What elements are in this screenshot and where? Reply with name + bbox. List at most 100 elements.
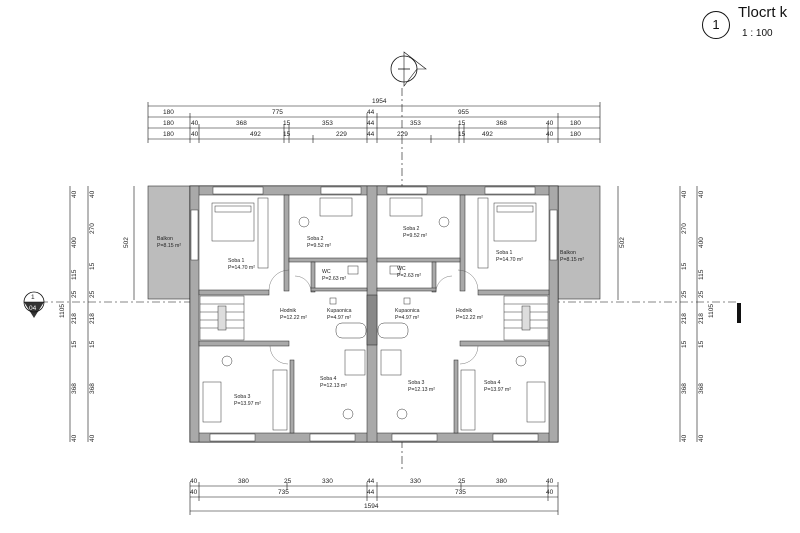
room-labels: Balkon P=8.15 m² Soba 1 P=14.70 m² Soba … [157,226,584,407]
room-area: P=8.15 m² [157,243,181,249]
room-area: P=2.63 m² [397,273,421,279]
room-area: P=12.13 m² [408,387,435,393]
room-area: P=14.70 m² [228,265,255,271]
dim-top-row2: 180 40 368 15 353 44 353 15 368 40 180 [163,120,581,127]
dimension-label: 400 [698,237,705,248]
room-area: P=9.52 m² [307,243,331,249]
section-cut-right [737,303,741,323]
room-area: P=13.97 m² [234,401,261,407]
dim-bottom-row2: 40 735 44 735 40 [190,489,554,496]
dim-top-total: 1954 [372,98,387,105]
dimension-label: 44 [367,120,375,127]
room-name: Soba 2 [403,226,420,232]
dimension-label: 380 [238,478,249,485]
dim-left-balcony: 502 [123,237,130,248]
dimension-label: 40 [191,131,199,138]
dimension-label: 115 [71,269,78,280]
dimension-label: 25 [698,290,705,298]
dimension-label: 368 [89,383,96,394]
dimension-label: 25 [458,478,466,485]
section-marker-bottom: 04 [29,305,37,312]
dim-bottom-total: 1594 [364,503,379,510]
room-area: P=14.70 m² [496,257,523,263]
dimension-label: 353 [322,120,333,127]
north-arrow-icon [390,51,427,87]
dimension-label: 368 [681,383,688,394]
dimension-label: 25 [71,290,78,298]
room-area: P=12.22 m² [456,315,483,321]
dimension-label: 492 [482,131,493,138]
dimension-label: 40 [698,434,705,442]
section-marker-top: 1 [31,294,35,301]
furniture [202,197,546,431]
dim-top-row1: 180 775 44 955 [163,109,469,116]
dimension-label: 15 [89,340,96,348]
dimension-label: 218 [89,313,96,324]
dimension-label: 330 [410,478,421,485]
dimension-label: 180 [570,131,581,138]
room-name: Kupaonica [327,308,352,314]
dimension-label: 270 [89,223,96,234]
staircase-left [199,295,245,341]
dimension-label: 15 [698,340,705,348]
dimension-label: 180 [163,131,174,138]
dim-top-row3: 180 40 492 15 229 44 229 15 492 40 180 [163,131,581,138]
dimension-label: 368 [698,383,705,394]
dimension-label: 115 [698,269,705,280]
dimension-label: 400 [71,237,78,248]
dimension-label: 15 [71,340,78,348]
dimension-label: 40 [71,190,78,198]
walls [189,185,559,443]
room-area: P=12.22 m² [280,315,307,321]
dimension-label: 368 [496,120,507,127]
room-name: Hodnik [280,308,297,314]
dimension-label: 15 [89,262,96,270]
room-name: Soba 1 [496,250,513,256]
room-name: Soba 4 [320,376,337,382]
dim-left-total: 1105 [59,304,66,318]
dimension-label: 270 [681,223,688,234]
staircase-right [503,295,549,341]
dimension-label: 775 [272,109,283,116]
dim-left-outer: 40 400 115 25 218 15 368 40 [71,190,78,442]
dimension-label: 180 [163,120,174,127]
room-area: P=2.63 m² [322,276,346,282]
dimension-label: 40 [681,190,688,198]
room-area: P=12.13 m² [320,383,347,389]
room-name: WC [397,266,406,272]
dim-right-total: 1105 [708,304,715,318]
dimension-label: 15 [458,120,466,127]
room-area: P=13.97 m² [484,387,511,393]
dimension-label: 40 [681,434,688,442]
dimension-label: 955 [458,109,469,116]
room-name: Balkon [157,236,173,242]
dimension-label: 735 [278,489,289,496]
room-name: Soba 2 [307,236,324,242]
dimension-label: 40 [71,434,78,442]
room-area: P=9.52 m² [403,233,427,239]
dimension-label: 218 [698,313,705,324]
dimension-label: 40 [191,120,199,127]
room-name: Soba 1 [228,258,245,264]
dimension-label: 40 [89,190,96,198]
room-name: Kupaonica [395,308,420,314]
dimension-label: 15 [681,340,688,348]
dimension-label: 229 [336,131,347,138]
dimension-label: 380 [496,478,507,485]
room-name: Balkon [560,250,576,256]
room-area: P=8.15 m² [560,257,584,263]
room-area: P=4.97 m² [395,315,419,321]
dimension-label: 44 [367,131,375,138]
dim-right-outer: 40 400 115 25 218 15 368 40 [698,190,705,442]
dimension-label: 44 [367,478,375,485]
dimension-label: 330 [322,478,333,485]
dimension-label: 40 [190,478,198,485]
dimension-label: 25 [284,478,292,485]
drawing-number: 1 [712,17,720,32]
dimension-label: 15 [283,120,291,127]
dimension-label: 492 [250,131,261,138]
dimension-label: 44 [367,489,375,496]
dimension-label: 25 [681,290,688,298]
dimension-label: 180 [163,109,174,116]
